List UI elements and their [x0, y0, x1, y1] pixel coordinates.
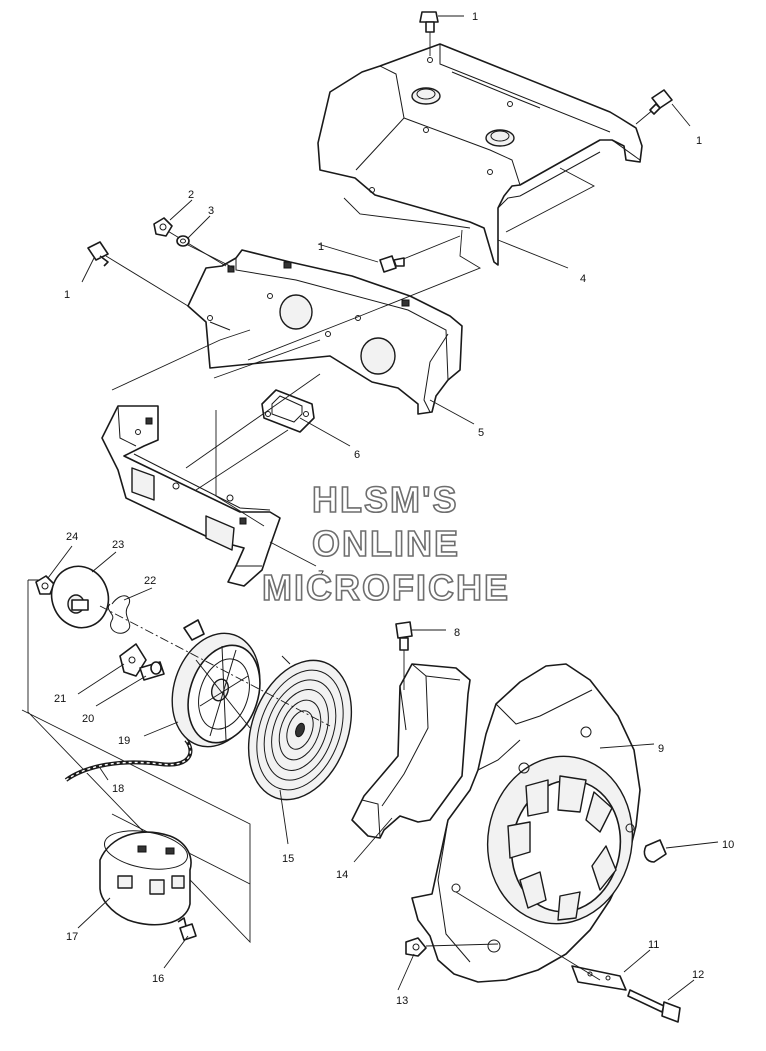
alignment-lines-bottom	[99, 605, 601, 981]
callout-leaders	[47, 15, 719, 1001]
callout-1-left: 1	[64, 289, 70, 301]
callout-24: 24	[66, 531, 78, 543]
callout-1-right: 1	[696, 135, 702, 147]
housing-nut	[405, 937, 427, 957]
callout-21: 21	[54, 693, 66, 705]
callout-5: 5	[478, 427, 484, 439]
cap-screw-top	[419, 11, 439, 33]
nut	[153, 217, 173, 237]
rewind-spring	[247, 655, 353, 801]
watermark-line-1: HLSM'S	[312, 479, 459, 520]
air-guide	[351, 663, 471, 839]
callout-3: 3	[208, 205, 214, 217]
callout-10: 10	[722, 839, 734, 851]
callout-11: 11	[648, 939, 659, 951]
cap-screw-left	[87, 241, 109, 267]
starter-shaft	[139, 661, 165, 681]
callout-1-center: 1	[318, 241, 324, 253]
cap-screw-right	[649, 89, 673, 115]
lock-washer	[176, 235, 190, 247]
callout-6: 6	[354, 449, 360, 461]
watermark: HLSM'S ONLINE MICROFICHE	[261, 478, 510, 609]
starter-rope	[64, 738, 193, 782]
watermark-line-2: ONLINE	[312, 523, 460, 564]
starter-cup	[99, 830, 192, 926]
callout-22: 22	[144, 575, 156, 587]
callout-2: 2	[188, 189, 194, 201]
cup-screw	[177, 917, 197, 941]
cap-screw-center	[379, 255, 405, 273]
long-bolt	[627, 989, 681, 1023]
callout-7: 7	[318, 569, 324, 581]
callout-19: 19	[118, 735, 130, 747]
callout-16: 16	[152, 973, 164, 985]
callout-14: 14	[336, 869, 348, 881]
callout-18: 18	[112, 783, 124, 795]
callout-labels: 1 1 1 1 2 3 4 5 6 7 8 9 10 11 12 13 14 1…	[54, 11, 734, 1007]
callout-15: 15	[282, 853, 294, 865]
hex-bolt-8	[395, 621, 413, 651]
friction-spring	[107, 595, 131, 634]
baffle-plate	[187, 249, 463, 415]
callout-1-top: 1	[472, 11, 478, 23]
callout-9: 9	[658, 743, 664, 755]
wire-clip	[643, 839, 667, 863]
callout-13: 13	[396, 995, 408, 1007]
support-bracket	[571, 965, 627, 991]
callout-17: 17	[66, 931, 78, 943]
callout-4: 4	[580, 273, 586, 285]
starter-pulley	[171, 619, 261, 748]
exhaust-gasket	[261, 389, 315, 433]
starter-pulley-disc	[50, 565, 110, 629]
callout-20: 20	[82, 713, 94, 725]
callout-23: 23	[112, 539, 124, 551]
upper-shroud	[317, 43, 643, 266]
callout-12: 12	[692, 969, 704, 981]
callout-8: 8	[454, 627, 460, 639]
exhaust-bracket	[101, 405, 281, 587]
watermark-line-3: MICROFICHE	[262, 567, 510, 608]
